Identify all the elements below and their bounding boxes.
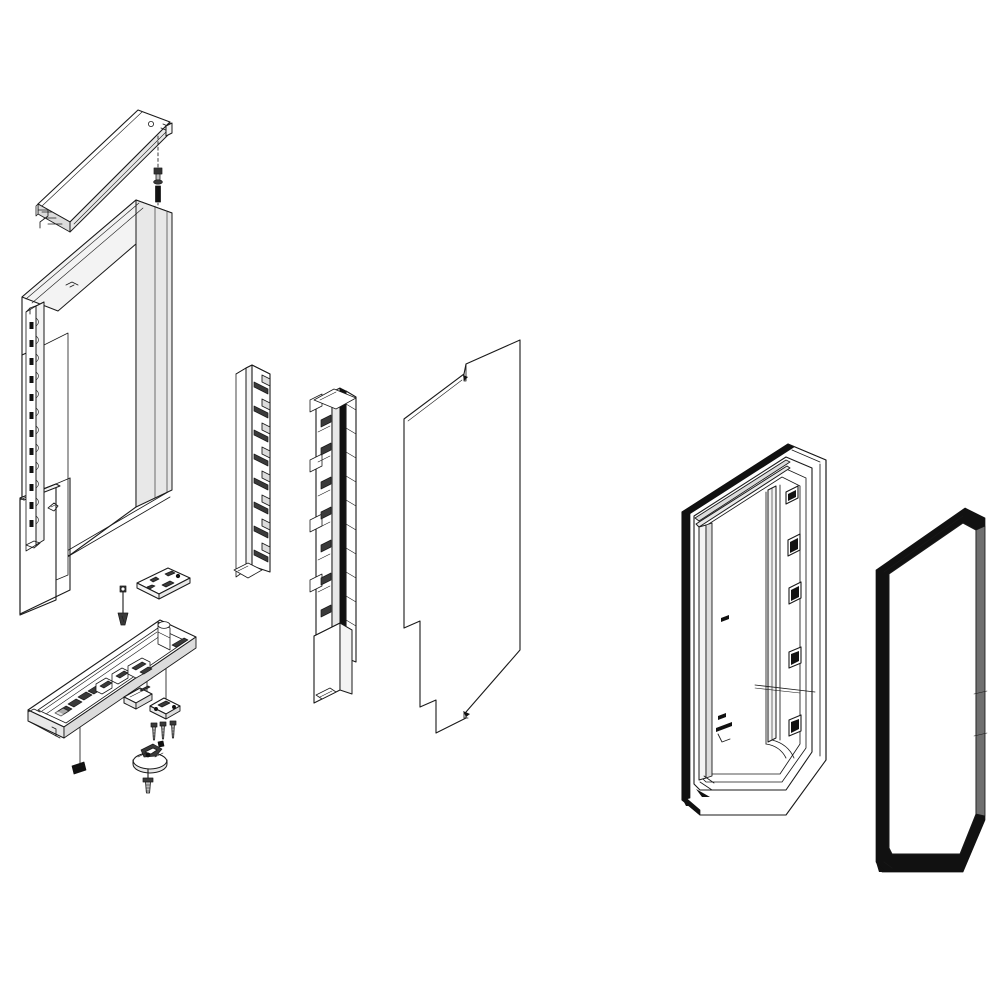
part-panel-cover-plate [136,567,191,600]
part-knob-shaft-screw [142,768,154,794]
part-door-panel [681,443,827,816]
door-shelf-slots [785,485,802,737]
part-bracket-screws [150,720,177,741]
part-top-cover-screw [153,167,163,203]
part-top-cover [35,109,173,233]
part-switch-mount-bracket [149,697,181,720]
part-door-switch-body [123,685,153,710]
part-shelf-ladder-rail-left [25,301,45,552]
part-duct-rail-assembly [309,387,357,704]
part-small-washer [157,740,165,748]
part-cabinet-liner [19,199,173,616]
part-control-panel-housing [27,619,197,739]
bracket-screw-2 [159,721,167,740]
part-shelf-ladder-rail-middle [233,364,271,579]
part-panel-retaining-clip [71,761,87,775]
part-door-gasket [875,507,988,873]
part-lamp-holder-stem [117,585,129,626]
part-flat-side-panel [403,339,521,734]
bracket-screw-3 [169,720,177,739]
bracket-screw-1 [150,722,158,741]
part-thermostat-knob [132,743,168,774]
